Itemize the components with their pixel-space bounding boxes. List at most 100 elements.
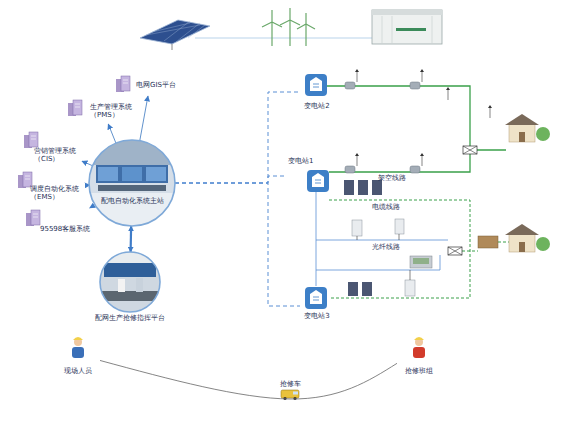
photo-part xyxy=(98,185,166,191)
system-link xyxy=(82,161,93,166)
house xyxy=(509,234,535,252)
system-node: 变电站1 xyxy=(286,157,332,195)
house xyxy=(505,114,550,142)
circle-border xyxy=(100,252,160,312)
server-icon xyxy=(18,172,32,188)
system-link xyxy=(90,205,95,208)
energy-storage-container xyxy=(372,10,442,44)
substation-icon xyxy=(305,287,327,309)
node-label: 变电站1 xyxy=(288,157,332,165)
substation-icon xyxy=(313,84,319,87)
overhead-line xyxy=(327,86,506,172)
node-label: 配网生产抢修指挥平台 xyxy=(90,314,170,322)
node-label: 变电站2 xyxy=(300,102,334,110)
substation-icon xyxy=(312,177,324,187)
system-link xyxy=(108,124,116,143)
line-type-label: 架空线路 xyxy=(378,174,406,182)
server-icon xyxy=(116,76,130,92)
system-node: 电网GIS平台 xyxy=(114,74,186,96)
substation-icon xyxy=(310,81,322,91)
repair-vehicle xyxy=(293,392,298,395)
substation-link xyxy=(175,92,300,183)
fiber-line xyxy=(316,192,448,286)
substation-icon xyxy=(312,173,324,177)
wind-turbine xyxy=(297,13,315,46)
energy-storage-container xyxy=(396,28,426,31)
ring-main-unit xyxy=(362,282,372,296)
server-icon xyxy=(75,104,80,107)
ring-main-unit xyxy=(357,234,410,280)
station-circle: 配网生产抢修指挥平台 xyxy=(90,251,170,323)
photo-part xyxy=(98,167,118,181)
photo-part xyxy=(88,139,176,227)
renewable-sources xyxy=(146,21,205,42)
node-label: 95598客服系统 xyxy=(40,225,108,233)
node-label: 电网GIS平台 xyxy=(136,81,186,89)
fiber-line xyxy=(316,240,448,241)
substation-icon xyxy=(307,170,329,192)
server-icon xyxy=(26,210,40,226)
house xyxy=(478,236,498,248)
renewable-sources xyxy=(140,20,378,50)
platform-link xyxy=(130,226,133,252)
server-icon xyxy=(23,172,32,187)
photo-part xyxy=(104,263,156,277)
system-node: 生产管理系统 （PMS） xyxy=(66,98,140,124)
server-icon xyxy=(24,132,38,148)
substation-icon xyxy=(310,77,322,81)
house xyxy=(478,114,550,252)
substation-icon xyxy=(310,294,322,304)
system-node: 变电站3 xyxy=(300,285,334,327)
ring-main-unit xyxy=(395,219,404,234)
photo-part xyxy=(90,251,170,315)
node-label: 变电站3 xyxy=(300,312,334,320)
edge-label: 抢修车 xyxy=(280,380,301,388)
node-label: 配电自动化系统主站 xyxy=(88,197,176,205)
pole-switch xyxy=(345,82,355,89)
ring-main-unit xyxy=(372,180,382,195)
pole-switch xyxy=(357,72,490,166)
substation-icon xyxy=(305,74,327,96)
system-link xyxy=(140,96,148,141)
line-type-label: 电缆线路 xyxy=(372,203,400,211)
house xyxy=(536,127,550,141)
server-icon xyxy=(29,132,38,147)
photo-part xyxy=(88,193,176,227)
house xyxy=(505,114,539,125)
switch-box xyxy=(448,247,462,255)
ring-main-unit xyxy=(344,180,432,296)
server-icon xyxy=(33,214,38,217)
circle-photo xyxy=(90,251,170,315)
pole-switch xyxy=(345,166,355,173)
switch-box xyxy=(463,146,477,154)
node-label: 现场人员 xyxy=(56,367,100,375)
circle-outline xyxy=(90,251,170,323)
server-icon xyxy=(25,176,30,179)
wind-turbine xyxy=(262,8,315,46)
substation-icon xyxy=(310,290,322,294)
photo-part xyxy=(146,167,166,181)
substation-icon xyxy=(315,180,321,183)
house xyxy=(505,224,550,252)
switch-box xyxy=(448,146,477,255)
energy-storage-container xyxy=(382,16,432,43)
energy-storage-container xyxy=(372,10,442,44)
ring-main-unit xyxy=(405,280,415,296)
person-icon xyxy=(72,337,425,358)
house xyxy=(536,237,550,251)
substation-icon xyxy=(305,287,327,309)
ring-main-unit xyxy=(413,258,429,264)
field-route xyxy=(100,360,397,399)
person-icon xyxy=(413,347,425,358)
cable-line xyxy=(329,200,470,298)
photo-part xyxy=(122,167,142,181)
system-node: 变电站2 xyxy=(300,72,334,112)
node-label: 抢修班组 xyxy=(397,367,441,375)
photo-part xyxy=(98,291,162,301)
switch-box xyxy=(463,146,477,154)
server-icon xyxy=(31,136,36,139)
person-icon xyxy=(72,347,84,358)
node-label: 生产管理系统 （PMS） xyxy=(90,103,140,119)
